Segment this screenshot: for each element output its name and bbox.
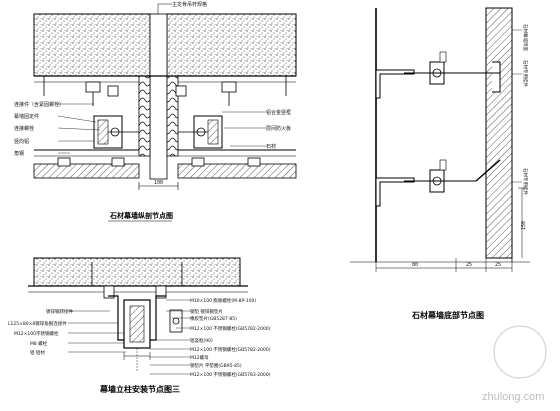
panel-c-label-2: 石材专用挂件 (522, 168, 529, 195)
panel-a-left-label-1: 幕墙固定件 (14, 113, 39, 120)
panel-a-title: 石材幕墙纵剖节点图 (109, 211, 173, 220)
panel-a-left-labels (57, 103, 101, 154)
panel-b-right-label-2: 橡胶垫片(GB5287-85) (190, 315, 237, 322)
panel-b-right-label-6: M12螺母 (190, 354, 209, 361)
panel-b-right-label-0: M10×100 膨胀螺栓(M-8P-100) (190, 297, 256, 304)
panel-b-slab (33, 257, 241, 287)
panel-a-top-label: 主龙骨吊杆规格 (172, 1, 207, 8)
panel-c-title: 石材幕墙底部节点图 (411, 310, 484, 320)
panel-a-section: 100 主龙骨吊杆规格 连接件（含紧固螺栓） 幕墙固定件 连接螺栓 竖向铝 角钢… (14, 1, 297, 222)
panel-b-section: 镀锌钢转接件 L125×80×8镀锌角钢连接件 M12×100不锈钢螺栓 M8 … (8, 257, 271, 394)
panel-a-right-labels (222, 111, 266, 147)
panel-b-anchor-bolts (91, 262, 183, 299)
panel-c-dim-3: 25 (495, 262, 501, 268)
watermark-text: zhulong.com (482, 391, 544, 403)
panel-c-label-1: 石材专用挂件 (522, 60, 529, 87)
panel-a-right-label-1: 层间防火板 (266, 125, 291, 132)
panel-b-title: 幕墙立柱安装节点图三 (99, 384, 180, 394)
panel-a-hanger-bolts (85, 81, 237, 106)
panel-c-label-0: 石材幕墙饰面 (522, 24, 529, 51)
panel-c-stone (485, 7, 513, 259)
panel-a-bracket-right (178, 115, 223, 149)
panel-a-bracket-left (93, 115, 139, 149)
panel-c-dim-0: 150 (521, 221, 527, 230)
panel-a-right-label-2: 石材 (266, 143, 276, 150)
panel-a-right-label-0: 铝合金竖框 (266, 109, 291, 116)
panel-c-dim-2: 25 (466, 262, 472, 268)
panel-b-left-label-3: M8 螺栓 (30, 340, 48, 347)
panel-a-slab-left (33, 13, 151, 77)
panel-a-stone-left (33, 163, 140, 179)
panel-b-right-label-5: M12×100 不锈钢螺栓(GB5782-2000) (190, 346, 271, 353)
panel-b-right-label-4: 铝竖框(90) (190, 337, 213, 344)
panel-a-left-label-3: 竖向铝 (14, 138, 29, 145)
panel-b-angle-right (150, 295, 166, 341)
panel-a-left-label-0: 连接件（含紧固螺栓） (14, 101, 64, 108)
panel-a-slab-right (166, 13, 297, 77)
watermark-logo-icon (493, 325, 547, 379)
panel-b-left-label-0: 镀锌钢转接件 (46, 308, 73, 315)
panel-c-dim-1: 80 (412, 262, 418, 268)
panel-b-right-label-8: M12×100 不锈钢螺栓(GB5783-2000) (190, 371, 271, 378)
panel-a-left-label-4: 角钢 (14, 150, 24, 157)
panel-b-mullion-insert (129, 305, 145, 343)
panel-c-bracket-upper (375, 51, 501, 99)
panel-a-dimension: 100 (154, 180, 163, 186)
panel-a-stone-right (177, 163, 297, 179)
watermark: zhulong.com (482, 325, 547, 403)
panel-b-right-label-3: M12×100 不锈钢螺栓(GB5782-2000) (190, 325, 271, 332)
panel-c-section: 80 25 25 150 石材幕墙饰面 石材专用挂件 石材专用挂件 石材幕墙底部… (350, 7, 530, 320)
panel-a-center-gap (149, 13, 168, 180)
panel-b-angle-left (108, 295, 124, 341)
panel-b-right-label-1: 钢垫 镀锌钢垫片 (190, 308, 223, 315)
panel-b-left-label-2: M12×100不锈钢螺栓 (14, 330, 59, 337)
panel-a-anchor-plates (57, 157, 261, 167)
panel-b-left-label-1: L125×80×8镀锌角钢连接件 (8, 320, 67, 327)
panel-b-left-label-4: 铝 铝材 (30, 349, 45, 356)
panel-a-insulation-left (138, 75, 151, 157)
panel-b-right-label-7: 钢垫片 平垫圈(GB95-85) (190, 362, 242, 369)
panel-c-bracket-lower (375, 159, 501, 207)
panel-a-left-label-2: 连接螺栓 (14, 125, 34, 132)
